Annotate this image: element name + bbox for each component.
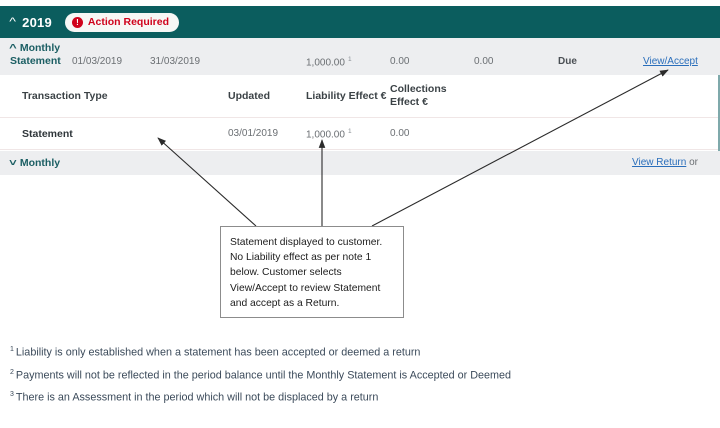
monthly-statement-summary-row[interactable]: ^Monthly Statement 01/03/2019 31/03/2019… (0, 38, 720, 75)
view-accept-link[interactable]: View/Accept (643, 56, 698, 67)
monthly-label: Monthly (19, 157, 61, 169)
monthly-collapsed-row[interactable]: ˅Monthly View Return or (0, 151, 720, 175)
footnote-marker: 1 (347, 128, 352, 135)
footnote-marker: 1 (10, 346, 14, 353)
cell-transaction-type: Statement (22, 128, 73, 140)
summary-title-line1: Monthly (19, 42, 61, 54)
col-updated: Updated (228, 90, 270, 102)
summary-period-start: 01/03/2019 (72, 56, 123, 67)
summary-collections-effect: 0.00 (390, 56, 410, 67)
cell-updated: 03/01/2019 (228, 128, 279, 139)
summary-period-end: 31/03/2019 (150, 56, 201, 67)
col-transaction-type: Transaction Type (22, 90, 108, 102)
alert-circle-icon: ! (71, 16, 83, 28)
monthly-row-actions: View Return or (632, 157, 698, 168)
chevron-down-icon: ˅ (9, 158, 17, 169)
footnote-text: There is an Assessment in the period whi… (15, 391, 379, 404)
year-header-bar[interactable]: ^ 2019 ! Action Required (0, 6, 720, 38)
status-badge-label: Action Required (87, 16, 169, 28)
cell-collections-effect: 0.00 (390, 128, 410, 139)
callout-text: Statement displayed to customer. No Liab… (230, 237, 383, 309)
table-header-row: Transaction Type Updated Liability Effec… (0, 75, 718, 118)
year-collapse-toggle[interactable]: ^ 2019 (9, 14, 52, 30)
summary-balance: 0.00 (474, 56, 494, 67)
footnote-marker: 3 (10, 391, 14, 399)
summary-title-line2: Statement (10, 55, 61, 67)
monthly-collapse-toggle[interactable]: ˅Monthly (9, 157, 61, 169)
year-label: 2019 (22, 14, 52, 30)
footnote-text: Payments will not be reflected in the pe… (15, 369, 512, 382)
footnote-marker: 1 (347, 56, 352, 63)
chevron-up-icon: ^ (9, 43, 17, 54)
action-suffix-text: or (689, 157, 698, 168)
view-return-link[interactable]: View Return (632, 157, 687, 168)
summary-status: Due (558, 56, 577, 67)
status-badge: ! Action Required (64, 12, 179, 32)
transaction-detail-table: Transaction Type Updated Liability Effec… (0, 75, 720, 151)
chevron-up-icon: ^ (9, 15, 16, 28)
summary-expand-toggle[interactable]: ^Monthly Statement (9, 42, 80, 68)
footnote-marker: 2 (10, 368, 14, 376)
annotation-callout-box: Statement displayed to customer. No Liab… (220, 226, 404, 318)
footnote-text: Liability is only established when a sta… (15, 346, 421, 359)
col-liability-effect: Liability Effect € (306, 90, 387, 102)
